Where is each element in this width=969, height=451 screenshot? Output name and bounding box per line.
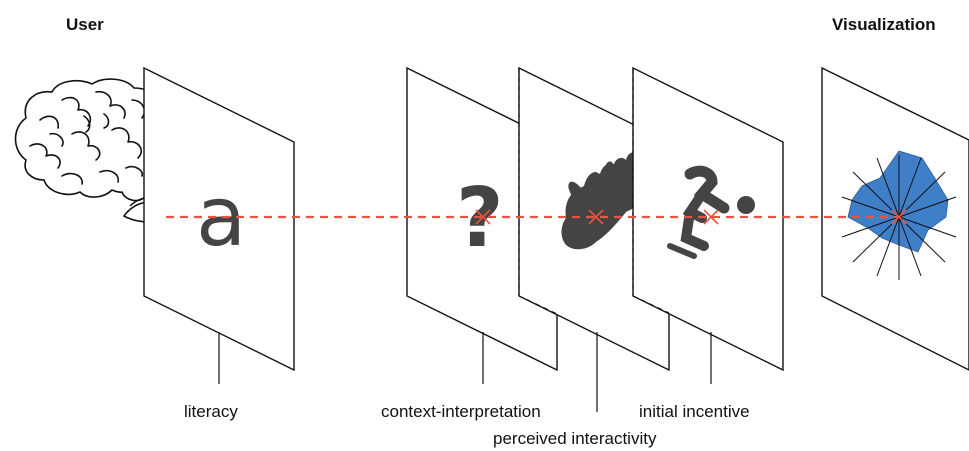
hand-icon — [561, 152, 649, 250]
visualization-heading: Visualization — [832, 15, 936, 34]
context-interpretation-label: context-interpretation — [381, 402, 541, 421]
perceived-interactivity-label: perceived interactivity — [493, 429, 657, 448]
literacy-plane: a literacy — [143, 66, 295, 421]
brain-icon — [14, 78, 176, 202]
initial-incentive-plane: initial incentive — [632, 66, 784, 421]
visualization-plane — [821, 66, 969, 371]
initial-incentive-label: initial incentive — [639, 402, 750, 421]
sightline — [166, 209, 907, 225]
literacy-label: literacy — [184, 402, 238, 421]
user-heading: User — [66, 15, 104, 34]
radar-chart-icon — [841, 150, 957, 280]
intersection-markers — [475, 209, 907, 225]
context-interpretation-glyph: ? — [456, 171, 504, 266]
